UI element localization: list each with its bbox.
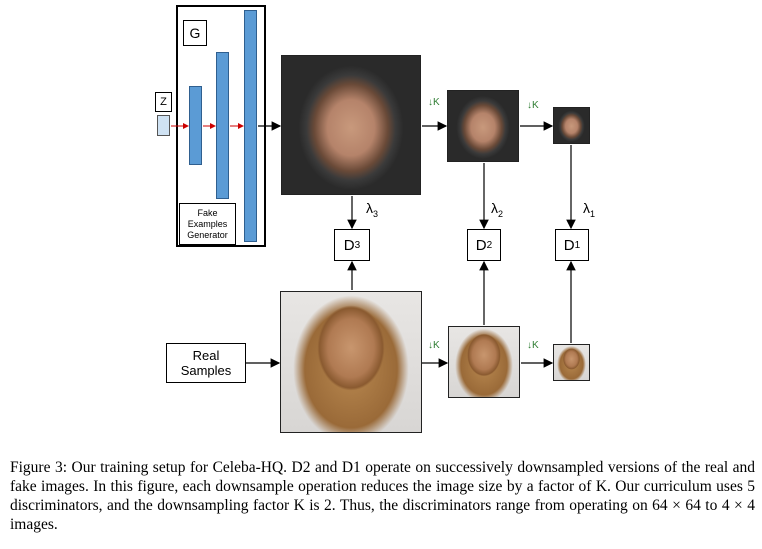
downsample-k-label-top-2: ↓K (527, 100, 539, 111)
generator-layer-bar-1 (189, 86, 202, 165)
real-samples-box: Real Samples (166, 343, 246, 383)
downsample-k-label-bottom-2: ↓K (527, 340, 539, 351)
real-image-large (280, 291, 422, 433)
z-input-vector (157, 115, 170, 136)
fake-image-medium (447, 90, 519, 162)
generator-g-label: G (183, 20, 207, 46)
lambda-3-label: λ3 (366, 200, 379, 219)
downsample-k-label-bottom-1: ↓K (428, 340, 440, 351)
z-input-label: Z (155, 92, 172, 112)
generator-layer-bar-2 (216, 52, 229, 199)
real-image-small (553, 344, 590, 381)
lambda-2-label: λ2 (491, 200, 504, 219)
lambda-1-label: λ1 (583, 200, 596, 219)
generator-layer-bar-3 (244, 10, 257, 242)
figure-caption: Figure 3: Our training setup for Celeba-… (10, 459, 755, 533)
fake-image-small (553, 107, 590, 144)
real-image-medium (448, 326, 520, 398)
downsample-k-label-top-1: ↓K (428, 97, 440, 108)
fake-examples-generator-label: Fake Examples Generator (179, 203, 236, 245)
fake-image-large (281, 55, 421, 195)
